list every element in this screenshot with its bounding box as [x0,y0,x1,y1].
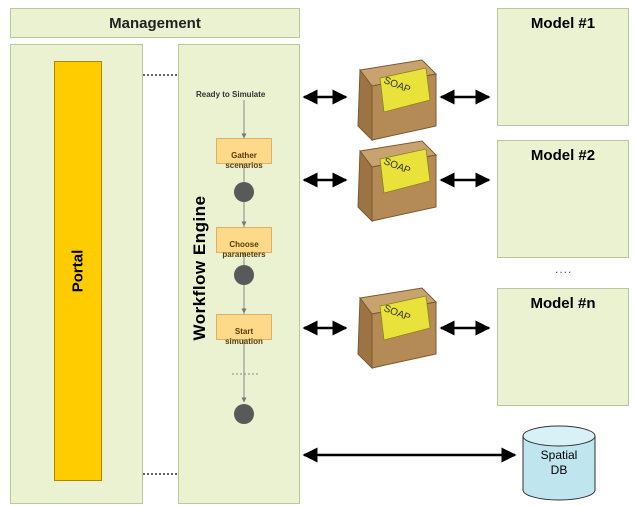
workflow-step-start: Start simuation [216,314,272,346]
portal-bar: Portal [54,61,102,481]
management-label: Management [109,14,201,32]
models-ellipsis: .... [555,262,573,276]
model-box-2: Model #2 [497,140,629,258]
workflow-step-choose-label: Choose parameters [222,240,266,259]
model-box-n: Model #n [497,288,629,406]
workflow-step-start-label: Start simuation [225,327,263,346]
workflow-step-choose: Choose parameters [216,227,272,259]
workflow-node-3 [234,404,254,424]
model-1-title: Model #1 [530,15,596,32]
spatial-db-label-line1: Spatial [540,448,578,462]
soap-box-2 [357,140,438,223]
model-box-1: Model #1 [497,8,629,126]
spatial-db-label-line2: DB [550,463,568,477]
workflow-step-gather-label: Gather scenarios [225,151,263,170]
model-2-title: Model #2 [530,147,596,164]
workflow-node-2 [234,265,254,285]
spatial-db-label: Spatial DB [523,448,595,478]
spatial-db-cylinder [522,425,596,501]
soap-box-3 [357,287,438,370]
management-panel: Management [10,8,300,38]
workflow-node-1 [234,182,254,202]
workflow-step-gather: Gather scenarios [216,138,272,170]
workflow-start-label: Ready to Simulate [196,90,266,99]
soap-box-1 [357,59,438,142]
model-n-title: Model #n [530,295,596,312]
